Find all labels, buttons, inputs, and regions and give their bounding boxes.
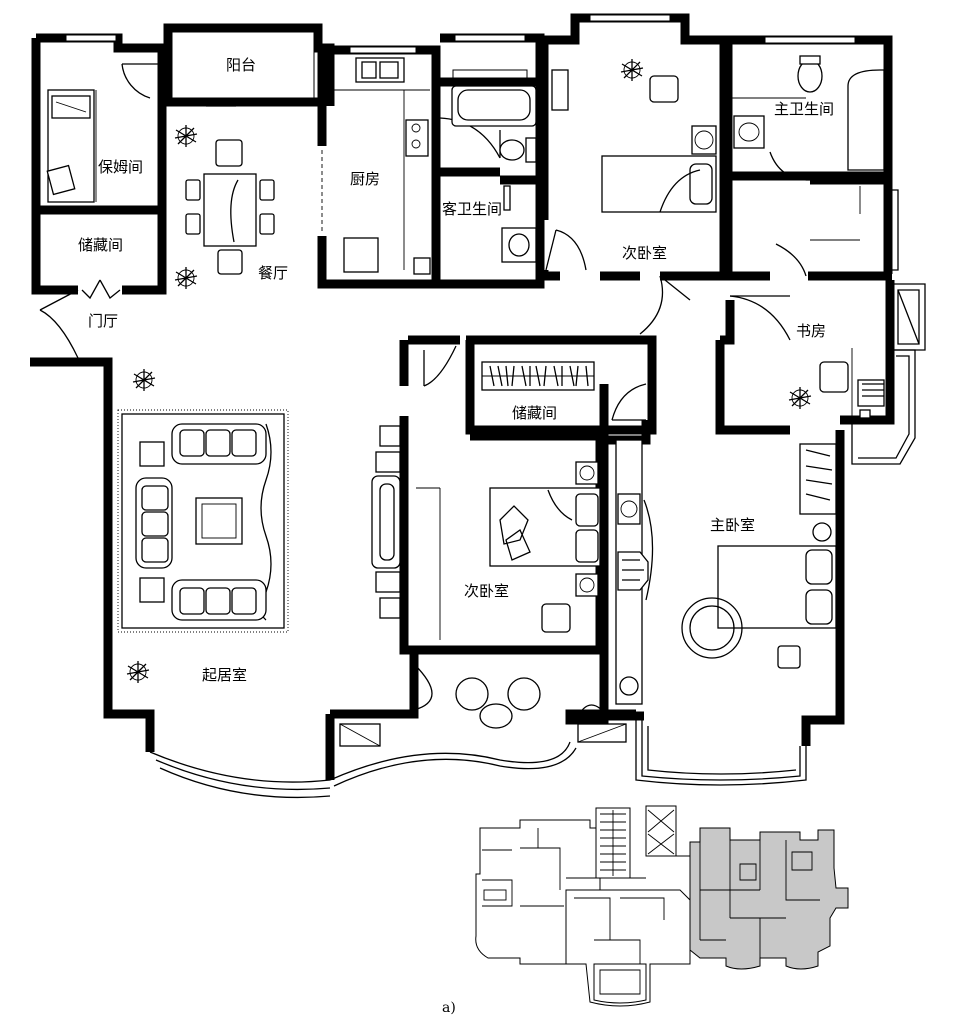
dining-table: [185, 139, 275, 275]
label-living: 起居室: [202, 666, 247, 684]
label-dining: 餐厅: [258, 264, 288, 282]
label-nanny: 保姆间: [98, 158, 143, 176]
tv-cabinet: [371, 425, 401, 619]
label-master-bath: 主卫生间: [774, 100, 834, 118]
label-balcony: 阳台: [226, 56, 256, 74]
label-kitchen: 厨房: [350, 170, 380, 188]
label-study: 书房: [796, 322, 826, 340]
bay-windows: [149, 189, 926, 799]
label-foyer: 门厅: [88, 312, 118, 330]
label-second-bed-top: 次卧室: [622, 244, 667, 262]
second-bedroom-top-furniture: [551, 69, 717, 213]
master-bedroom-furniture: [615, 439, 837, 705]
windows: [65, 14, 856, 99]
balcony-chairs: [339, 677, 627, 747]
balcony-door: [172, 99, 314, 107]
label-second-bed-mid: 次卧室: [464, 582, 509, 600]
label-storage-mid: 储藏间: [512, 404, 557, 422]
label-storage-top: 储藏间: [78, 236, 123, 254]
plants: [126, 59, 812, 683]
storage-closet-rack: [481, 361, 595, 391]
doors: [39, 63, 811, 721]
kitchen-fixtures: [332, 57, 431, 275]
living-room-set: [117, 409, 289, 633]
second-bedroom-mid-furniture: [416, 461, 601, 640]
room-labels: 保姆间 阳台 储藏间 餐厅 厨房 客卫生间 次卧室 主卫生间 门厅 书房 起居室…: [78, 56, 834, 684]
master-bath-fixtures: [728, 55, 885, 171]
study-furniture: [810, 186, 885, 419]
key-plan: [475, 805, 849, 1007]
figure-caption: a): [442, 1000, 456, 1016]
label-master-bed: 主卧室: [710, 516, 755, 534]
nanny-bed: [46, 89, 97, 203]
guest-bath-fixtures: [451, 85, 537, 263]
label-guest-bath: 客卫生间: [442, 200, 502, 218]
